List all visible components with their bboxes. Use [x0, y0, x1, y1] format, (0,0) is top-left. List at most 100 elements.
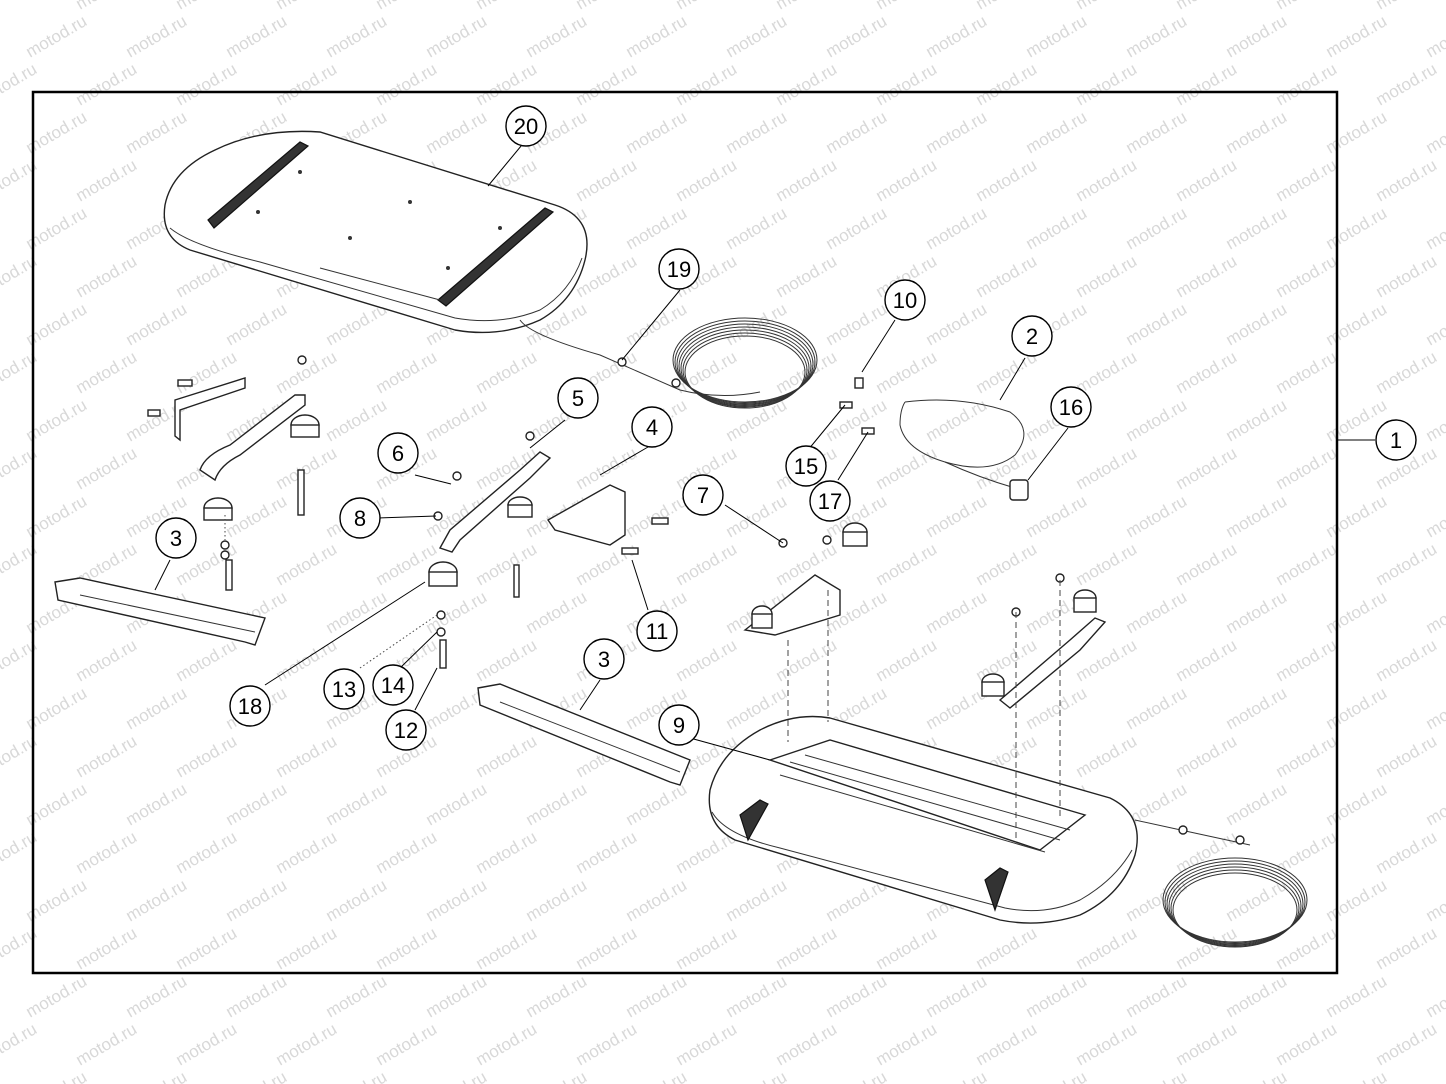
watermark-text: motod.ru [973, 155, 1041, 205]
watermark-text: motod.ru [1273, 347, 1341, 397]
callout-10: 10 [884, 279, 926, 321]
watermark-text: motod.ru [1323, 299, 1391, 349]
watermark-text: motod.ru [1023, 1067, 1091, 1084]
watermark-text: motod.ru [1423, 779, 1446, 829]
watermark-text: motod.ru [73, 443, 141, 493]
watermark-text: motod.ru [573, 443, 641, 493]
watermark-text: motod.ru [1423, 587, 1446, 637]
power-cable-coil-top [519, 317, 818, 409]
watermark-text: motod.ru [873, 635, 941, 685]
watermark-text: motod.ru [1423, 875, 1446, 925]
watermark-text: motod.ru [1123, 491, 1191, 541]
watermark-text: motod.ru [1323, 971, 1391, 1021]
watermark-text: motod.ru [473, 347, 541, 397]
watermark-text: motod.ru [1123, 11, 1191, 61]
watermark-text: motod.ru [623, 779, 691, 829]
watermark-text: motod.ru [1373, 635, 1441, 685]
leader-lines [154, 139, 1375, 761]
watermark-text: motod.ru [473, 0, 541, 13]
watermark-text: motod.ru [523, 779, 591, 829]
power-cable-coil-base [1134, 819, 1308, 948]
watermark-text: motod.ru [923, 11, 991, 61]
watermark-text: motod.ru [1273, 635, 1341, 685]
watermark-text: motod.ru [1173, 59, 1241, 109]
watermark-text: motod.ru [673, 155, 741, 205]
watermark-text: motod.ru [273, 539, 341, 589]
callout-19: 19 [658, 248, 700, 290]
watermark-text: motod.ru [173, 731, 241, 781]
watermark-text: motod.ru [1023, 491, 1091, 541]
watermark-text: motod.ru [773, 59, 841, 109]
watermark-text: motod.ru [1373, 347, 1441, 397]
watermark-text: motod.ru [373, 827, 441, 877]
watermark-text: motod.ru [423, 107, 491, 157]
watermark-text: motod.ru [1423, 299, 1446, 349]
watermark-text: motod.ru [773, 923, 841, 973]
watermark-text: motod.ru [1273, 1019, 1341, 1069]
watermark-text: motod.ru [473, 1019, 541, 1069]
plug-cable [899, 399, 1029, 501]
svg-text:14: 14 [381, 673, 405, 698]
watermark-text: motod.ru [723, 1067, 791, 1084]
watermark-text: motod.ru [573, 0, 641, 13]
watermark-text: motod.ru [823, 971, 891, 1021]
watermark-text: motod.ru [73, 0, 141, 13]
watermark-text: motod.ru [1173, 1019, 1241, 1069]
watermark-text: motod.ru [123, 875, 191, 925]
callout-20: 20 [505, 105, 547, 147]
watermark-text: motod.ru [223, 299, 291, 349]
watermark-text: motod.ru [1373, 155, 1441, 205]
watermark-text: motod.ru [423, 587, 491, 637]
watermark-text: motod.ru [1073, 155, 1141, 205]
watermark-text: motod.ru [1223, 971, 1291, 1021]
watermark-text: motod.ru [123, 11, 191, 61]
watermark-text: motod.ru [1123, 395, 1191, 445]
watermark-text: motod.ru [1273, 443, 1341, 493]
small-screws [839, 377, 875, 435]
watermark-text: motod.ru [373, 0, 441, 13]
watermark-text: motod.ru [23, 11, 91, 61]
watermark-text: motod.ru [473, 635, 541, 685]
watermark-text: motod.ru [973, 1019, 1041, 1069]
watermark-text: motod.ru [373, 1019, 441, 1069]
watermark-text: motod.ru [473, 731, 541, 781]
watermark-text: motod.ru [373, 59, 441, 109]
callout-2: 2 [1011, 315, 1053, 357]
watermark-text: motod.ru [523, 1067, 591, 1084]
watermark-text: motod.ru [473, 923, 541, 973]
watermark-text: motod.ru [523, 971, 591, 1021]
watermark-text: motod.ru [1173, 347, 1241, 397]
watermark-text: motod.ru [173, 827, 241, 877]
svg-text:16: 16 [1059, 395, 1083, 420]
svg-text:9: 9 [673, 713, 685, 738]
watermark-text: motod.ru [823, 11, 891, 61]
watermark-text: motod.ru [923, 587, 991, 637]
watermark-text: motod.ru [73, 731, 141, 781]
watermark-text: motod.ru [323, 875, 391, 925]
watermark-text: motod.ru [923, 203, 991, 253]
svg-text:12: 12 [394, 718, 418, 743]
watermark-text: motod.ru [123, 779, 191, 829]
watermark-text: motod.ru [273, 923, 341, 973]
watermark-text: motod.ru [673, 0, 741, 13]
watermark-text: motod.ru [1323, 107, 1391, 157]
callout-15: 15 [785, 445, 827, 487]
callout-12: 12 [385, 709, 427, 751]
watermark-text: motod.ru [773, 347, 841, 397]
watermark-text: motod.ru [223, 875, 291, 925]
alignment-lines [224, 515, 1061, 840]
watermark-text: motod.ru [223, 779, 291, 829]
watermark-text: motod.ru [723, 107, 791, 157]
watermark-text: motod.ru [723, 875, 791, 925]
watermark-text: motod.ru [873, 59, 941, 109]
watermark-text: motod.ru [423, 971, 491, 1021]
watermark-text: motod.ru [873, 539, 941, 589]
watermark-text: motod.ru [623, 203, 691, 253]
watermark-text: motod.ru [1223, 779, 1291, 829]
watermark-text: motod.ru [573, 155, 641, 205]
callout-8: 8 [339, 497, 381, 539]
watermark-text: motod.ru [273, 1019, 341, 1069]
watermark-text: motod.ru [323, 587, 391, 637]
watermark-text: motod.ru [1373, 251, 1441, 301]
watermark-text: motod.ru [223, 11, 291, 61]
